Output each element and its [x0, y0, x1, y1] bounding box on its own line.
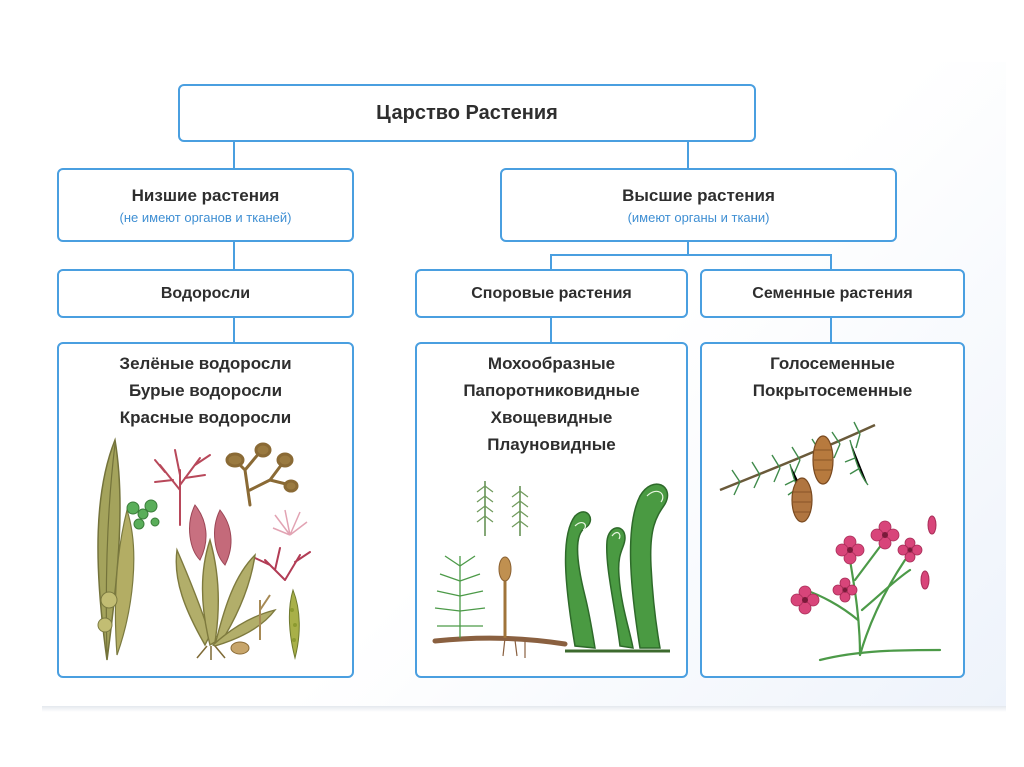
list-item: Плауновидные	[487, 435, 616, 454]
spore-plants-title: Споровые растения	[471, 284, 632, 302]
connector	[687, 141, 689, 168]
slide-shadow	[42, 706, 1006, 712]
connector	[233, 141, 235, 168]
connector	[233, 241, 235, 269]
seed-plants-title: Семенные растения	[752, 284, 913, 302]
algae-box: Водоросли	[57, 269, 354, 318]
lower-plants-title: Низшие растения	[131, 185, 280, 205]
connector	[687, 241, 689, 255]
connector	[550, 254, 832, 256]
algae-title: Водоросли	[160, 284, 251, 302]
list-item: Зелёные водоросли	[119, 354, 292, 373]
connector	[830, 317, 832, 342]
lower-plants-box: Низшие растения (не имеют органов и ткан…	[57, 168, 354, 242]
higher-plants-title: Высшие растения	[622, 185, 775, 205]
list-item: Красные водоросли	[119, 408, 292, 427]
list-item: Папоротниковидные	[463, 381, 640, 400]
algae-illustration	[97, 437, 311, 661]
connector	[550, 254, 552, 269]
seed-list-box: Голосеменные Покрытосеменные	[700, 342, 965, 678]
higher-plants-note: (имеют органы и ткани)	[627, 209, 770, 225]
connector	[830, 254, 832, 269]
connector	[233, 317, 235, 342]
list-item: Покрытосеменные	[752, 381, 913, 400]
list-item: Голосеменные	[770, 354, 895, 373]
list-item: Бурые водоросли	[128, 381, 283, 400]
root-box: Царство Растения	[178, 84, 756, 142]
seed-plants-box: Семенные растения	[700, 269, 965, 318]
seed-plants-illustration	[719, 421, 942, 662]
lower-plants-note: (не имеют органов и тканей)	[119, 209, 292, 225]
spore-plants-box: Споровые растения	[415, 269, 688, 318]
higher-plants-box: Высшие растения (имеют органы и ткани)	[500, 168, 897, 242]
spore-plants-illustration	[432, 481, 670, 658]
list-item: Мохообразные	[487, 354, 616, 373]
connector	[550, 317, 552, 342]
list-item: Хвощевидные	[490, 408, 613, 427]
root-title: Царство Растения	[376, 101, 558, 124]
